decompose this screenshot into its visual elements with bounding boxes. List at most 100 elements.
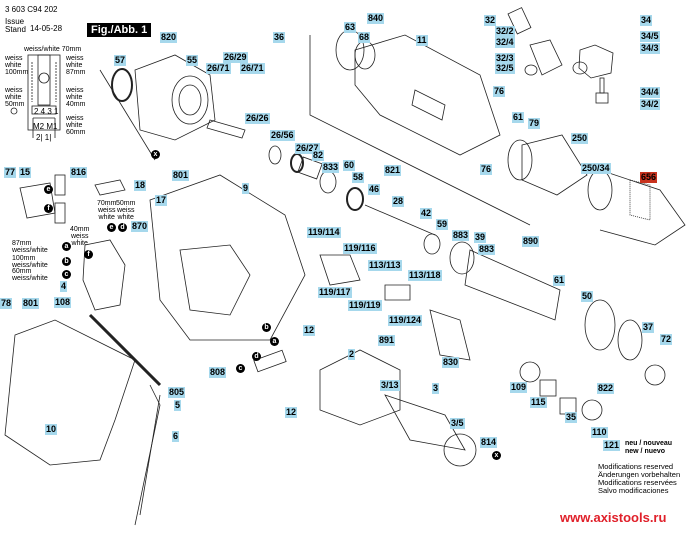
part-label: 37	[642, 322, 655, 333]
wiring-terminals: 2 4 3 1	[34, 107, 59, 116]
part-label: 12	[303, 325, 316, 336]
marker-d: d	[118, 223, 127, 232]
part-label: 57	[114, 55, 127, 66]
issue-label: Issue Stand	[5, 18, 26, 34]
wiring-bottom: 2| 1|	[36, 133, 52, 142]
marker-d: d	[252, 352, 261, 361]
marker-x: x	[492, 451, 501, 460]
part-label: 76	[493, 86, 506, 97]
marker-e: e	[107, 223, 116, 232]
part-label: 61	[512, 112, 525, 123]
part-label: 891	[378, 335, 396, 346]
marker-a: a	[62, 242, 71, 251]
website-link[interactable]: www.axistools.ru	[560, 510, 667, 525]
part-label: 4	[60, 281, 68, 292]
part-label: 6	[172, 431, 180, 442]
part-label: 39	[474, 232, 487, 243]
wiring-diagram	[10, 54, 61, 138]
part-label: 3	[432, 383, 440, 394]
part-label: 82	[312, 150, 325, 161]
part-label: 656	[640, 172, 658, 183]
part-label: 119/124	[388, 315, 423, 326]
part-label: 113/118	[408, 270, 442, 281]
part-label: 250/34	[581, 163, 611, 174]
part-label: 18	[134, 180, 147, 191]
part-label: 110	[591, 427, 608, 438]
part-label: 109	[510, 382, 528, 393]
part-label: 821	[384, 165, 402, 176]
marker-a: a	[270, 337, 279, 346]
part-label: 113/113	[368, 260, 402, 271]
marker-f: f	[84, 250, 93, 259]
part-label: 17	[155, 195, 168, 206]
part-label: 10	[45, 424, 58, 435]
wiring-motors: M2 M1	[33, 122, 58, 131]
part-label: 814	[480, 437, 498, 448]
part-label: 32/5	[495, 63, 515, 74]
part-label: 26/29	[223, 52, 248, 63]
marker-c: c	[62, 270, 71, 279]
part-label: 805	[168, 387, 186, 398]
header-part-number: 3 603 C94 202	[5, 5, 58, 14]
part-label: 115	[530, 397, 547, 408]
part-label: 46	[368, 184, 381, 195]
part-label: 119/116	[343, 243, 377, 254]
part-label: 35	[565, 412, 578, 423]
part-label: 32/4	[495, 37, 515, 48]
part-label: 883	[452, 230, 470, 241]
part-label: 72	[660, 334, 673, 345]
part-label: 833	[322, 162, 340, 173]
issue-label-de: Stand	[5, 25, 26, 34]
part-label: 34/3	[640, 43, 660, 54]
marker-x: x	[151, 150, 160, 159]
part-label: 816	[70, 167, 88, 178]
part-label: 15	[19, 167, 32, 178]
handle-housing-part	[149, 174, 306, 341]
part-label: 119/117	[318, 287, 352, 298]
part-label: 50	[581, 291, 594, 302]
marker-f: f	[44, 204, 53, 213]
part-label: 2	[348, 349, 356, 360]
part-label: 68	[358, 32, 371, 43]
marker-c: c	[236, 364, 245, 373]
figure-title: Fig./Abb. 1	[87, 23, 152, 37]
part-label: 822	[597, 383, 615, 394]
shift-fork-parts	[319, 254, 411, 301]
part-label: 3/13	[380, 380, 400, 391]
motor-parts	[253, 309, 603, 467]
part-label: 76	[480, 164, 493, 175]
part-label: 32	[484, 15, 497, 26]
part-label: 78	[0, 298, 13, 309]
part-label: 55	[186, 55, 199, 66]
wiring-top: weiss/white 70mm	[24, 46, 82, 53]
part-label: 820	[160, 32, 178, 43]
part-label: 5	[174, 400, 182, 411]
part-label: 26/71	[206, 63, 231, 74]
part-label: 9	[242, 183, 250, 194]
part-label: 63	[344, 22, 357, 33]
part-label: 58	[352, 172, 365, 183]
part-label: 26/27	[295, 143, 320, 154]
part-label: 119/119	[348, 300, 382, 311]
part-label: 59	[436, 219, 449, 230]
part-label: 883	[478, 244, 496, 255]
part-label: 801	[172, 170, 190, 181]
part-label: 28	[392, 196, 405, 207]
part-label: 26/26	[245, 113, 270, 124]
part-label: 42	[420, 208, 433, 219]
part-label: 830	[442, 357, 460, 368]
part-label: 79	[528, 118, 541, 129]
